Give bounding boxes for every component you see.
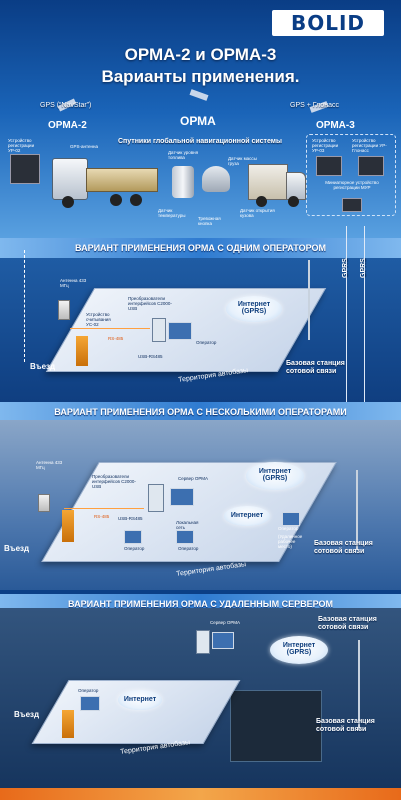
van-wheel-icon: [288, 196, 299, 207]
section2-operator1-monitor: [124, 530, 142, 544]
section3-base-station-label: Базовая станция сотовой связи: [316, 718, 375, 733]
truck-body-icon: [86, 168, 158, 192]
section3-control-room-screens: [230, 690, 322, 762]
gps-left-label: GPS (“NavStar”): [40, 102, 92, 109]
section2-rs485-label: RS-485: [94, 514, 110, 519]
section2-gate-icon: [62, 510, 74, 542]
section1-base-station-label: Базовая станция сотовой связи: [286, 360, 345, 375]
section3-internet-cloud: Интернет: [118, 690, 162, 710]
section2-usb-label: USB-RS485: [118, 516, 143, 521]
section2-server-icon: [148, 484, 164, 512]
section2-remote-monitor: [282, 512, 300, 526]
section1-internet-cloud: Интернет (GPRS): [226, 296, 282, 322]
orma-label: ОРМА: [180, 114, 216, 128]
truck-wheel-icon: [130, 194, 142, 206]
van-wheel-icon: [256, 196, 267, 207]
door-sensor-label: Датчик открытия кузова: [240, 208, 275, 218]
orma2-label: ОРМА-2: [48, 120, 87, 131]
title-line-1: ОРМА-2 и ОРМА-3: [124, 45, 277, 64]
section3-operator-monitor: [80, 696, 100, 711]
section1-rs485-label: RS-485: [108, 336, 124, 341]
section2-operator2-monitor: [176, 530, 194, 544]
temp-sensor-label: Датчик температуры: [158, 208, 186, 218]
orma3-devices-frame: [306, 134, 396, 216]
gps-right-label: GPS + Глонасс: [290, 102, 339, 109]
device-ur03-icon: [316, 156, 342, 176]
section2-localnet-label: Локальная сеть: [176, 520, 199, 530]
title-line-2: Варианты применения.: [101, 67, 300, 86]
page-title: ОРМА-2 и ОРМА-3 Варианты применения.: [0, 44, 401, 88]
section1-converter-label: Преобразователи интерфейсов С2000-USB: [128, 296, 172, 311]
truck-cab-icon: [52, 158, 88, 200]
section1-tower-icon: [308, 260, 310, 340]
section1-monitor-icon: [168, 322, 192, 340]
section3-tower-icon: [358, 640, 360, 730]
section2-antenna-label: Антенна 433 МГц: [36, 460, 63, 470]
section1-reader-label: Устройство считывания УС-02: [86, 312, 111, 327]
section1-entry-label: Въезд: [30, 362, 56, 371]
mini-device-label: Миниатюрное устройство регистрации МУР: [325, 180, 379, 190]
bolid-logo: BOLID: [272, 10, 384, 36]
gprs-line-1: [346, 226, 347, 526]
mini-device-icon: [342, 198, 362, 212]
section2-operator2-label: Оператор: [178, 546, 199, 551]
section1-operator-label: Оператор: [196, 340, 217, 345]
truck-wheel-icon: [62, 196, 74, 208]
section2-title: ВАРИАНТ ПРИМЕНЕНИЯ ОРМА С НЕСКОЛЬКИМИ ОП…: [0, 402, 401, 422]
gprs-line-2: [364, 226, 365, 526]
weight-sensor-label: Датчик массы груза: [228, 156, 257, 166]
section3-base-station-top-label: Базовая станция сотовой связи: [318, 616, 377, 631]
section3-operator-label: Оператор: [78, 688, 99, 693]
section3-gate-icon: [62, 710, 74, 738]
section2-internet-cloud: Интернет: [224, 506, 270, 526]
truck-wheel-icon: [110, 194, 122, 206]
section1-reader-icon: [58, 300, 70, 320]
section1-title: ВАРИАНТ ПРИМЕНЕНИЯ ОРМА С ОДНИМ ОПЕРАТОР…: [0, 238, 401, 258]
section3-server-monitor: [212, 632, 234, 649]
van-body-icon: [248, 164, 288, 200]
device-urglonass-label: Устройство регистрации УР-Глонасс: [352, 138, 387, 153]
section2-remote-place-label: (Удаленное рабочее место): [278, 534, 303, 549]
section2-tower-icon: [356, 470, 358, 550]
orma3-label: ОРМА-3: [316, 120, 355, 131]
section1-pc-icon: [152, 318, 166, 342]
section2-reader-icon: [38, 494, 50, 512]
section2-remote-operator-label: Оператор: [278, 526, 299, 531]
device-urglonass-icon: [358, 156, 384, 176]
section2-internet-gprs-cloud: Интернет (GPRS): [246, 462, 304, 490]
section1-gate-icon: [76, 336, 88, 366]
fuel-sensor-label: Датчик уровня топлива: [168, 150, 199, 160]
device-left-label: Устройство регистрации УР-02: [8, 138, 35, 153]
section2-server-label: Сервер ОРМА: [178, 476, 209, 481]
section1-usb-label: USB-RS485: [138, 354, 163, 359]
section2-rs485-line: [64, 508, 144, 509]
section3-server-label: Сервер ОРМА: [210, 620, 241, 625]
device-ur02-icon: [10, 154, 40, 184]
section2-converter-label: Преобразователи интерфейсов С2000-USB: [92, 474, 136, 489]
section2-entry-label: Въезд: [4, 544, 30, 553]
section1-entry-path: [24, 250, 25, 362]
alarm-button-label: Тревожная кнопка: [198, 216, 221, 226]
section1-rs485-line: [70, 328, 150, 329]
section3-entry-label: Въезд: [14, 710, 40, 719]
section2-server-monitor-icon: [170, 488, 194, 506]
section2-base-station-label: Базовая станция сотовой связи: [314, 540, 373, 555]
device-ur03-label: Устройство регистрации УР-03: [312, 138, 339, 153]
fuel-sensor-icon: [172, 166, 194, 198]
header-panel: [0, 0, 401, 250]
section2-operator1-label: Оператор: [124, 546, 145, 551]
section1-antenna-label: Антенна 433 МГц: [60, 278, 87, 288]
satellites-caption: Спутники глобальной навигационной систем…: [118, 138, 282, 145]
gps-antenna-label: GPS-антенна: [70, 144, 98, 149]
section3-internet-gprs-cloud: Интернет (GPRS): [270, 636, 328, 664]
weight-sensor-icon: [202, 166, 230, 192]
footer-bar: [0, 788, 401, 800]
section3-server-icon: [196, 630, 210, 654]
